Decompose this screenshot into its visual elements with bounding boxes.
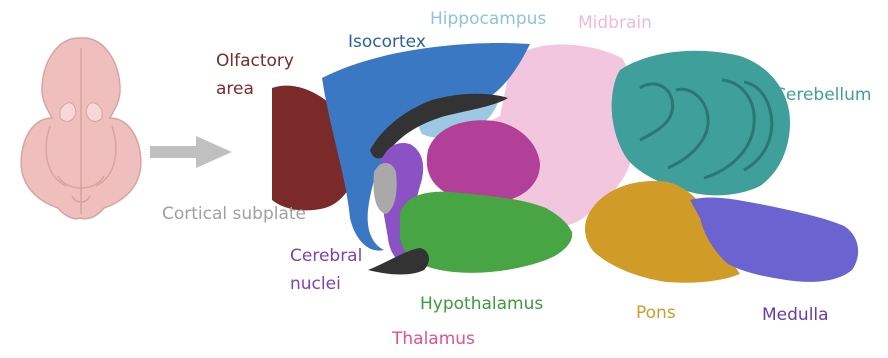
arrow-icon	[150, 136, 232, 168]
arrow-head	[196, 136, 232, 168]
label-midbrain: Midbrain	[578, 12, 652, 34]
label-hypothalamus: Hypothalamus	[420, 293, 543, 315]
label-medulla: Medulla	[762, 304, 829, 326]
label-thalamus: Thalamus	[392, 328, 475, 350]
whole-brain-icon	[21, 38, 141, 219]
label-cortical-subplate: Cortical subplate	[162, 203, 306, 225]
label-cerebral-nuclei-line2: nuclei	[290, 273, 341, 295]
label-olfactory-area-line1: Olfactory	[216, 50, 294, 72]
label-hippocampus: Hippocampus	[430, 8, 546, 30]
label-pons: Pons	[636, 302, 676, 324]
arrow-shaft	[150, 146, 198, 158]
label-cerebral-nuclei-line1: Cerebral	[290, 245, 362, 267]
label-isocortex: Isocortex	[348, 31, 426, 53]
label-olfactory-area-line2: area	[216, 78, 254, 100]
region-cerebellum	[612, 51, 790, 196]
label-cerebellum: Cerebellum	[774, 84, 871, 106]
